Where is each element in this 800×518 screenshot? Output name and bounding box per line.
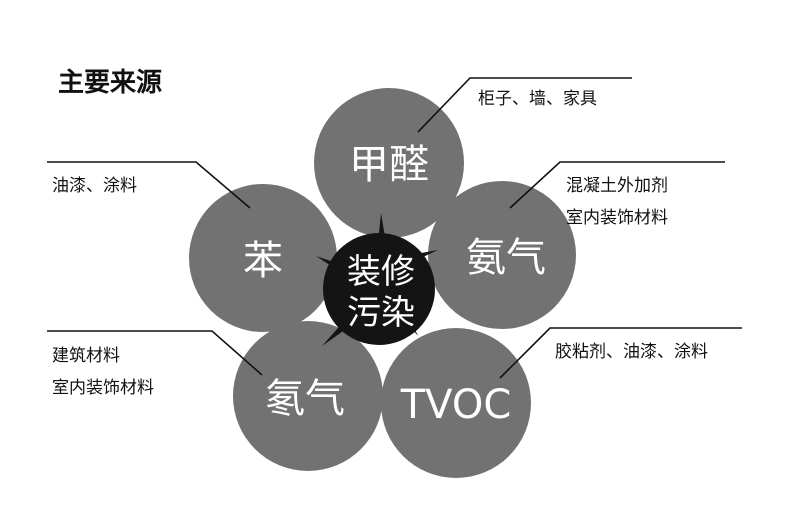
petal-circle <box>381 328 531 478</box>
center-line-2: 污染 <box>347 293 415 333</box>
center-line-1: 装修 <box>347 252 415 292</box>
petal-label: 氨气 <box>466 235 546 281</box>
leader-line <box>417 77 632 133</box>
petal-ammonia: 氨气 <box>428 181 576 329</box>
petal-label: TVOC <box>400 382 512 428</box>
title: 主要来源 <box>58 68 162 98</box>
source-text: 建筑材料 <box>52 346 120 366</box>
petal-label: 氡气 <box>265 376 345 422</box>
callout-radon: 建筑材料 室内装饰材料 <box>47 330 263 398</box>
petal-radon: 氡气 <box>233 321 383 471</box>
petal-circle <box>428 181 576 329</box>
source-text: 室内装饰材料 <box>52 378 154 398</box>
source-text: 柜子、墙、家具 <box>478 89 597 109</box>
source-text: 室内装饰材料 <box>566 208 668 228</box>
petal-label: 甲醛 <box>349 142 429 188</box>
callout-formaldehyde: 柜子、墙、家具 <box>417 77 632 133</box>
center-circle <box>323 233 435 345</box>
source-text: 胶粘剂、油漆、涂料 <box>555 342 708 362</box>
petal-circle <box>233 321 383 471</box>
petal-label: 苯 <box>243 238 283 284</box>
leader-line <box>47 161 251 209</box>
leader-line <box>47 330 263 376</box>
callout-tvoc: 胶粘剂、油漆、涂料 <box>499 327 742 379</box>
leader-line <box>509 161 725 209</box>
petal-formaldehyde: 甲醛 <box>314 88 464 238</box>
petal-circle <box>189 184 337 332</box>
center-hub: 装修 污染 <box>316 213 438 346</box>
petal-tvoc: TVOC <box>381 328 531 478</box>
source-text: 油漆、涂料 <box>52 176 137 196</box>
callout-benzene: 油漆、涂料 <box>47 161 251 209</box>
leader-line <box>499 327 742 379</box>
petal-benzene: 苯 <box>189 184 337 332</box>
petal-circle <box>314 88 464 238</box>
callout-ammonia: 混凝土外加剂 室内装饰材料 <box>509 161 725 228</box>
source-text: 混凝土外加剂 <box>566 176 668 196</box>
